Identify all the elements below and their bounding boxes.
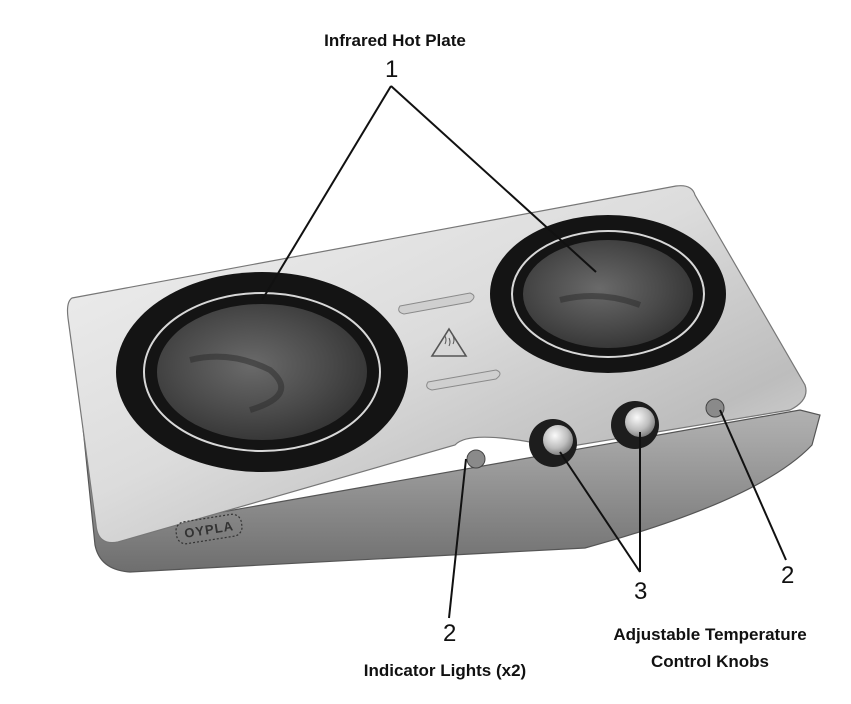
right-hot-plate	[490, 215, 726, 373]
hob-body-front	[69, 299, 821, 573]
leader-lines	[261, 85, 787, 619]
indicator-lights-label: Indicator Lights (x2)	[363, 661, 527, 680]
indicator-light-left	[466, 449, 486, 469]
knobs-callout-number: 3	[634, 578, 648, 605]
indicator-callout-number-left: 2	[443, 620, 457, 647]
indicator-callout-number-right: 2	[781, 562, 795, 589]
indicator-light-right	[705, 398, 725, 418]
left-hot-plate	[116, 272, 408, 472]
temperature-knob-right	[611, 401, 659, 449]
vent-slot-top	[398, 292, 475, 315]
knobs-label-line2: Control Knobs	[650, 652, 770, 671]
knobs-label: Adjustable Temperature Control Knobs	[590, 621, 830, 675]
brand-badge	[175, 513, 243, 545]
hot-plate-callout-number: 1	[385, 56, 399, 83]
hot-surface-warning-icon	[430, 327, 468, 357]
temperature-knob-left	[529, 419, 577, 467]
vent-slot-bottom	[426, 369, 501, 391]
knobs-label-line1: Adjustable Temperature	[613, 625, 807, 644]
hot-plate-label: Infrared Hot Plate	[324, 31, 466, 50]
